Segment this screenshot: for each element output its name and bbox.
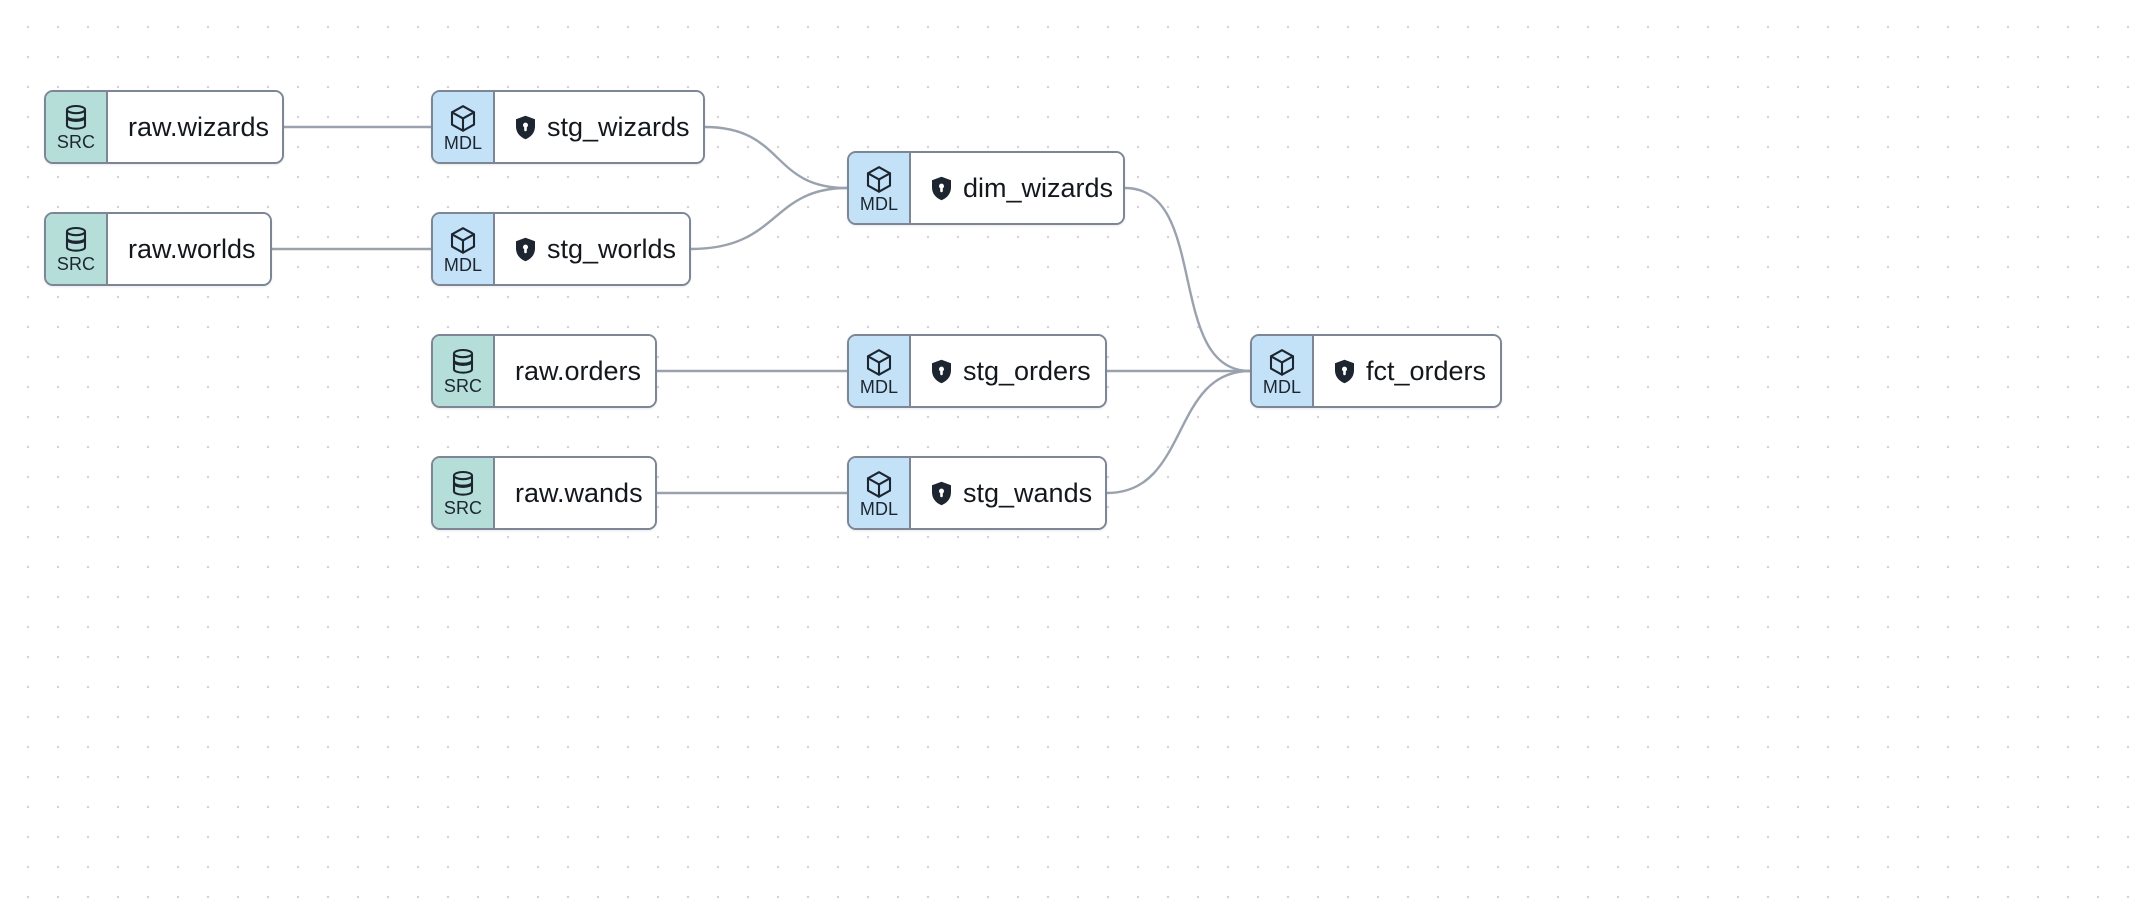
edge-stg_worlds-to-dim_wizards bbox=[689, 186, 849, 251]
edge-stg_wands-to-fct_orders bbox=[1105, 369, 1252, 495]
shield-lock-icon bbox=[516, 115, 535, 139]
node-label: raw.worlds bbox=[128, 233, 256, 264]
node-body: fct_orders bbox=[1314, 336, 1500, 406]
badge-label: SRC bbox=[443, 376, 483, 396]
node-stg_wands[interactable]: MDL stg_wands bbox=[847, 456, 1107, 530]
node-type-badge-mdl: MDL bbox=[849, 153, 911, 223]
badge-label: SRC bbox=[56, 254, 96, 274]
node-body: raw.wands bbox=[495, 458, 655, 528]
database-cylinder-icon bbox=[63, 226, 89, 254]
node-stg_worlds[interactable]: MDL stg_worlds bbox=[431, 212, 691, 286]
node-type-badge-src: SRC bbox=[433, 458, 495, 528]
cube-icon bbox=[865, 165, 893, 194]
node-stg_wizards[interactable]: MDL stg_wizards bbox=[431, 90, 705, 164]
node-label: raw.wizards bbox=[128, 111, 270, 142]
shield-lock-icon bbox=[515, 115, 536, 140]
badge-label: MDL bbox=[859, 376, 899, 397]
badge-label: MDL bbox=[1262, 376, 1302, 397]
node-type-badge-mdl: MDL bbox=[1252, 336, 1314, 406]
node-fct_orders[interactable]: MDL fct_orders bbox=[1250, 334, 1502, 408]
cube-icon bbox=[1268, 348, 1296, 377]
node-raw_wands[interactable]: SRC raw.wands bbox=[431, 456, 657, 530]
node-label: stg_wizards bbox=[547, 111, 690, 142]
cube-icon bbox=[865, 470, 893, 499]
node-body: raw.worlds bbox=[108, 214, 270, 284]
node-body: raw.wizards bbox=[108, 92, 282, 162]
node-type-badge-src: SRC bbox=[433, 336, 495, 406]
node-raw_orders[interactable]: SRC raw.orders bbox=[431, 334, 657, 408]
shield-lock-icon bbox=[932, 176, 951, 200]
node-body: stg_orders bbox=[911, 336, 1105, 406]
shield-lock-icon bbox=[1335, 359, 1354, 383]
node-label: stg_worlds bbox=[547, 233, 677, 264]
node-type-badge-mdl: MDL bbox=[849, 336, 911, 406]
node-type-badge-mdl: MDL bbox=[433, 92, 495, 162]
node-body: stg_wizards bbox=[495, 92, 703, 162]
node-label: raw.orders bbox=[515, 355, 642, 386]
badge-label: SRC bbox=[56, 132, 96, 152]
node-body: dim_wizards bbox=[911, 153, 1123, 223]
shield-lock-icon bbox=[931, 176, 952, 201]
badge-label: MDL bbox=[859, 193, 899, 214]
cube-icon bbox=[449, 226, 477, 255]
node-label: stg_orders bbox=[963, 355, 1091, 386]
cube-icon bbox=[449, 104, 477, 133]
node-type-badge-src: SRC bbox=[46, 214, 108, 284]
node-raw_wizards[interactable]: SRC raw.wizards bbox=[44, 90, 284, 164]
node-label: fct_orders bbox=[1366, 355, 1487, 386]
badge-label: MDL bbox=[443, 254, 483, 275]
node-label: raw.wands bbox=[515, 477, 643, 508]
node-stg_orders[interactable]: MDL stg_orders bbox=[847, 334, 1107, 408]
node-type-badge-mdl: MDL bbox=[433, 214, 495, 284]
edge-dim_wizards-to-fct_orders bbox=[1123, 186, 1252, 373]
node-type-badge-src: SRC bbox=[46, 92, 108, 162]
shield-lock-icon bbox=[932, 359, 951, 383]
database-cylinder-icon bbox=[63, 104, 89, 132]
node-label: dim_wizards bbox=[963, 172, 1114, 203]
node-body: stg_wands bbox=[911, 458, 1105, 528]
shield-lock-icon bbox=[515, 237, 536, 262]
badge-label: MDL bbox=[859, 498, 899, 519]
edge-stg_wizards-to-dim_wizards bbox=[703, 125, 849, 190]
cube-icon bbox=[865, 348, 893, 377]
database-cylinder-icon bbox=[450, 470, 476, 498]
shield-lock-icon bbox=[931, 481, 952, 506]
node-body: stg_worlds bbox=[495, 214, 689, 284]
node-body: raw.orders bbox=[495, 336, 655, 406]
node-dim_wizards[interactable]: MDL dim_wizards bbox=[847, 151, 1125, 225]
shield-lock-icon bbox=[932, 481, 951, 505]
node-type-badge-mdl: MDL bbox=[849, 458, 911, 528]
badge-label: SRC bbox=[443, 498, 483, 518]
node-label: stg_wands bbox=[963, 477, 1093, 508]
shield-lock-icon bbox=[931, 359, 952, 384]
badge-label: MDL bbox=[443, 132, 483, 153]
database-cylinder-icon bbox=[450, 348, 476, 376]
shield-lock-icon bbox=[1334, 359, 1355, 384]
node-raw_worlds[interactable]: SRC raw.worlds bbox=[44, 212, 272, 286]
shield-lock-icon bbox=[516, 237, 535, 261]
